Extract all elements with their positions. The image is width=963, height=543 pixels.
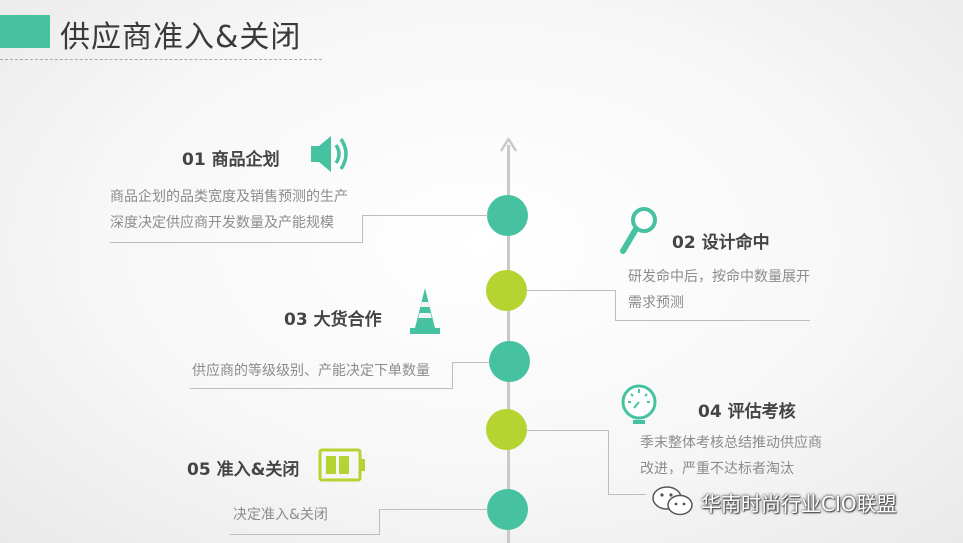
step-02-desc-line-2: 需求预测 — [628, 295, 684, 311]
step-03-desc-line-1: 供应商的等级级别、产能决定下单数量 — [192, 363, 430, 379]
step-02-heading: 02 设计命中 — [672, 233, 770, 253]
connector-04-under — [608, 494, 646, 495]
battery-icon — [318, 448, 365, 482]
step-04-desc-line-2: 改进，严重不达标者淘汰 — [640, 461, 794, 477]
step-04-desc-line-1: 季末整体考核总结推动供应商 — [640, 435, 822, 451]
step-01-desc-line-2: 深度决定供应商开发数量及产能规模 — [110, 215, 334, 231]
connector-02 — [527, 290, 616, 321]
timeline-node-01 — [487, 195, 528, 236]
step-04-heading: 04 评估考核 — [698, 402, 796, 422]
step-01-desc-line-1: 商品企划的品类宽度及销售预测的生产 — [110, 189, 348, 205]
step-01-heading: 01 商品企划 — [182, 150, 280, 170]
timeline-node-05 — [487, 489, 528, 530]
speaker-icon — [311, 136, 348, 172]
timeline-node-04 — [486, 409, 527, 450]
step-05-desc-line-1: 决定准入&关闭 — [233, 507, 328, 523]
connector-05-under — [230, 534, 380, 535]
wechat-logo-icon — [652, 486, 693, 516]
page-title: 供应商准入&关闭 — [60, 20, 302, 55]
connector-02-under — [615, 320, 810, 321]
step-02-desc-line-1: 研发命中后，按命中数量展开 — [628, 269, 810, 285]
connector-01-under — [110, 242, 363, 243]
gauge-icon — [621, 384, 657, 424]
step-05-heading: 05 准入&关闭 — [187, 460, 300, 480]
timeline-node-03 — [489, 341, 530, 382]
connector-03-under — [190, 388, 453, 389]
title-divider — [0, 59, 322, 60]
watermark-text: 华南时尚行业CIO联盟 — [701, 492, 897, 516]
wechat-watermark: 华南时尚行业CIO联盟 — [649, 483, 939, 519]
magnifier-icon — [620, 207, 657, 254]
step-03-heading: 03 大货合作 — [284, 310, 382, 330]
traffic-cone-icon — [410, 288, 440, 334]
title-accent-bar — [0, 15, 50, 48]
connector-01 — [362, 215, 488, 243]
axis-arrow-icon — [500, 138, 517, 152]
connector-03 — [452, 362, 490, 389]
connector-04 — [527, 430, 609, 495]
connector-05 — [379, 509, 488, 535]
timeline-node-02 — [486, 270, 527, 311]
